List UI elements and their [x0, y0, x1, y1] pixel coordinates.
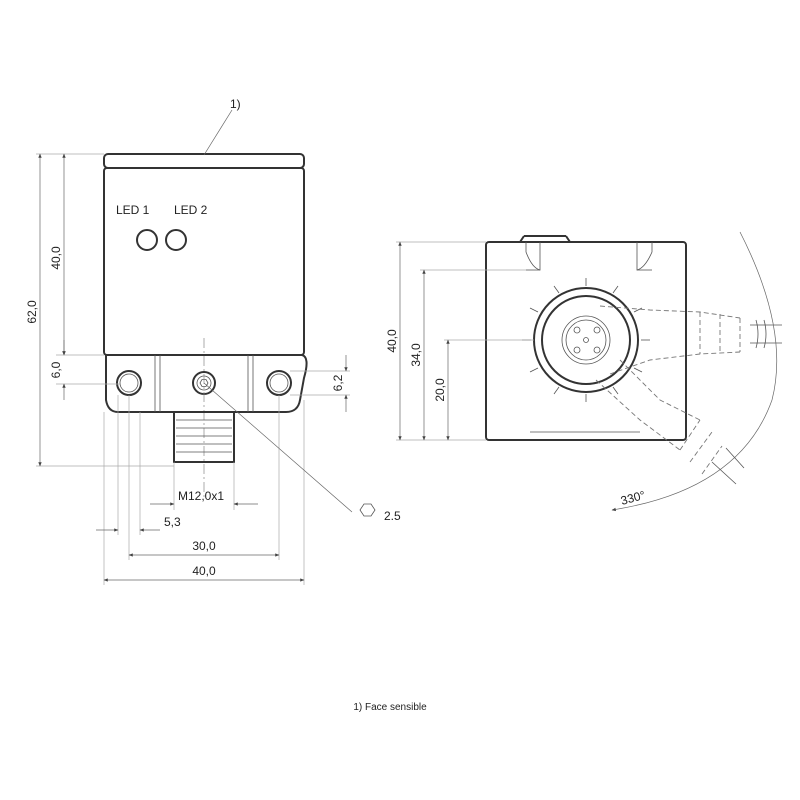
dim-hole-spacing: 30,0: [192, 539, 216, 553]
mounting-hole-right: [266, 370, 292, 396]
cable-diagonal: [595, 359, 745, 485]
dim-side-height: 40,0: [385, 329, 399, 353]
mounting-hole-left: [116, 370, 142, 396]
dim-side-center: 20,0: [433, 378, 447, 402]
hex-key-icon: [359, 503, 376, 517]
dim-flange: 6,0: [49, 361, 63, 378]
dim-hole: 6,2: [331, 374, 345, 391]
side-body: [485, 241, 687, 441]
led2-label: LED 2: [174, 203, 208, 217]
mounting-flange: [105, 354, 308, 413]
footnote: 1) Face sensible: [353, 702, 427, 713]
dim-side-inner: 34,0: [409, 343, 423, 367]
led1-label: LED 1: [116, 203, 150, 217]
sensor-body: [103, 167, 305, 356]
side-view: 330° 40,0 34,0 20,0: [385, 231, 782, 512]
led1-indicator: [136, 229, 158, 251]
dim-thread: M12,0x1: [178, 489, 224, 503]
sensing-face: [103, 153, 305, 169]
rotation-angle: 330°: [619, 488, 647, 508]
dim-body-height: 40,0: [49, 246, 63, 270]
cable-horizontal: [599, 305, 782, 375]
rotating-connector: [522, 278, 650, 402]
m12-connector: [173, 411, 235, 463]
dim-total-height: 62,0: [25, 300, 39, 324]
dim-offset: 5,3: [164, 515, 181, 529]
hex-key-size: 2.5: [384, 509, 401, 523]
rotation-arc: [611, 231, 778, 512]
face-callout: 1): [230, 97, 241, 111]
front-view: LED 1 LED 2 1) 62,0 40,0 6,0 6,2: [25, 97, 401, 585]
dim-width: 40,0: [192, 564, 216, 578]
led2-indicator: [165, 229, 187, 251]
